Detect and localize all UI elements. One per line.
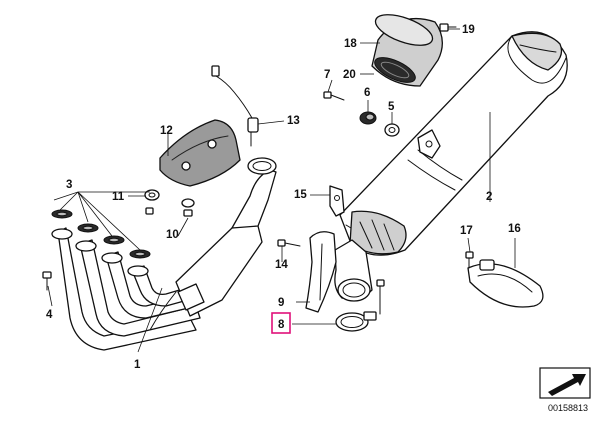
callout-3: 3 — [66, 179, 72, 191]
callout-15: 15 — [294, 189, 307, 201]
leader-lines — [47, 28, 516, 353]
callout-4: 4 — [46, 309, 53, 321]
gasket-ring — [374, 57, 416, 83]
callouts: 1 2 3 4 5 6 7 8 9 10 11 12 13 14 15 16 1… — [46, 24, 521, 371]
heat-shield-12 — [159, 119, 241, 187]
clamp-16 — [467, 259, 544, 308]
callout-9: 9 — [278, 297, 284, 309]
callout-2: 2 — [486, 191, 492, 203]
lambda-sensor — [211, 65, 259, 147]
callout-19: 19 — [462, 24, 475, 36]
stud-nut-4 — [42, 271, 52, 291]
callout-16: 16 — [508, 223, 521, 235]
callout-8-highlight — [271, 312, 291, 334]
clamp-8 — [335, 279, 385, 332]
spacer-sleeve — [384, 123, 400, 137]
callout-11: 11 — [112, 191, 125, 203]
callout-14: 14 — [275, 259, 288, 271]
arrow-box-icon — [539, 367, 591, 399]
bolt-7 — [323, 91, 345, 101]
heat-shield-9 — [305, 231, 337, 313]
callout-13: 13 — [287, 115, 300, 127]
bolt-17 — [465, 251, 474, 269]
callout-18: 18 — [344, 38, 357, 50]
end-cap-screw — [439, 23, 457, 32]
silencer-mount-tab — [417, 129, 441, 159]
rubber-grommet — [359, 111, 377, 125]
callout-8: 8 — [278, 319, 285, 331]
washer-11 — [144, 189, 160, 201]
exhaust-manifold — [51, 157, 277, 351]
bolt-10b — [145, 207, 154, 215]
callout-10: 10 — [166, 229, 179, 241]
silencer — [334, 31, 568, 302]
callout-5: 5 — [388, 101, 395, 113]
bolt-14 — [277, 239, 301, 247]
callout-12: 12 — [160, 125, 173, 137]
callout-6: 6 — [364, 87, 370, 99]
bolt-10 — [181, 198, 195, 217]
bracket-15 — [329, 185, 345, 217]
callout-1: 1 — [134, 359, 141, 371]
document-number: 00158813 — [548, 403, 588, 413]
callout-20: 20 — [343, 69, 356, 81]
callout-17: 17 — [460, 225, 473, 237]
callout-7: 7 — [324, 69, 330, 81]
